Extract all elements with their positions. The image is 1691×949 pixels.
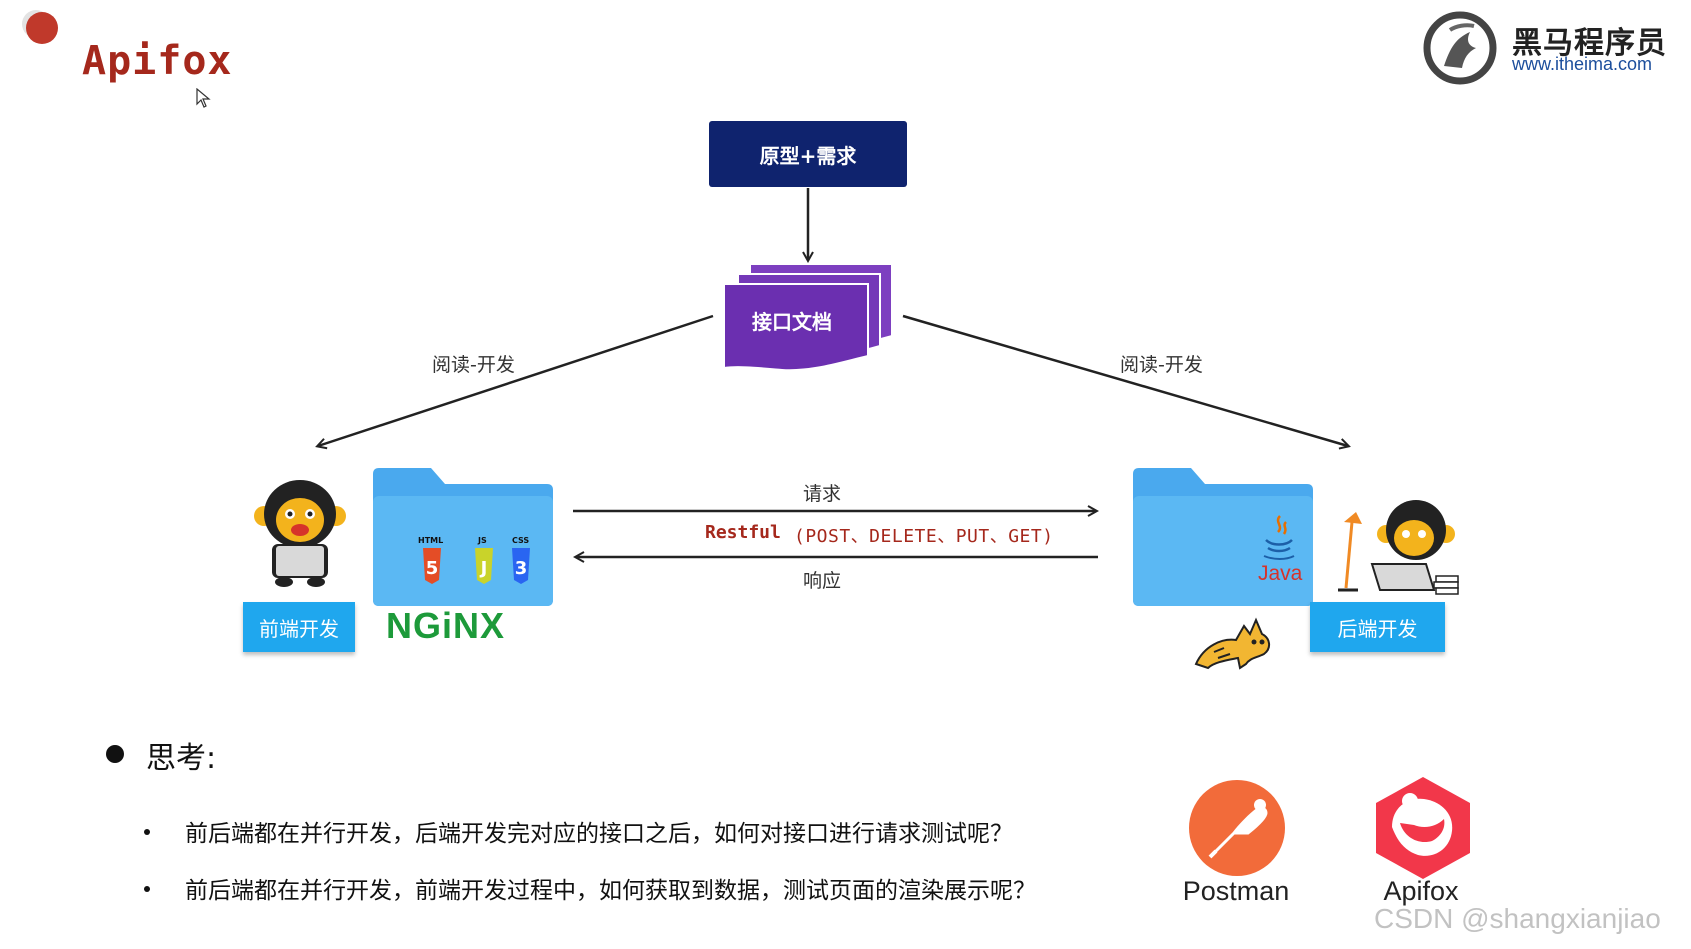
left-edge-label: 阅读-开发	[432, 354, 515, 376]
java-logo-label: Java	[1258, 562, 1303, 585]
requirements-box: 原型+需求	[709, 121, 907, 187]
backend-folder-icon	[1133, 468, 1313, 606]
brand-url: www.itheima.com	[1512, 54, 1653, 74]
arrow-doc-to-frontend	[318, 314, 714, 446]
mouse-cursor-icon	[196, 88, 211, 108]
requirements-label: 原型+需求	[759, 143, 857, 168]
svg-text:J: J	[479, 558, 488, 579]
svg-text:3: 3	[515, 558, 528, 579]
response-label: 响应	[803, 570, 842, 592]
protocol-methods: (POST、DELETE、PUT、GET)	[794, 526, 1054, 547]
tomcat-logo-icon	[1194, 617, 1270, 670]
svg-text:5: 5	[426, 558, 439, 579]
question-item: 前后端都在并行开发，后端开发完对应的接口之后，如何对接口进行请求测试呢？	[185, 821, 1013, 847]
javascript-icon: J	[475, 548, 493, 584]
bullet-icon	[106, 745, 124, 763]
apifox-icon	[1376, 777, 1470, 879]
slide-title: Apifox	[82, 38, 233, 84]
bullet-icon	[144, 886, 150, 892]
postman-icon	[1189, 780, 1285, 876]
thinking-heading: 思考:	[146, 741, 217, 776]
backend-developer-icon	[1338, 500, 1459, 595]
js-tech-label: JS	[478, 536, 487, 545]
css-tech-label: CSS	[512, 536, 530, 545]
protocol-keyword: Restful	[705, 522, 781, 543]
api-document-label: 接口文档	[752, 310, 832, 334]
backend-dev-tag: 后端开发	[1310, 602, 1445, 652]
bullet-icon	[144, 829, 150, 835]
brand-name: 黑马程序员	[1512, 26, 1667, 61]
css3-icon: 3	[512, 548, 530, 584]
question-item: 前后端都在并行开发，前端开发过程中，如何获取到数据，测试页面的渲染展示呢？	[185, 878, 1036, 904]
request-label: 请求	[803, 483, 842, 505]
frontend-folder-icon	[373, 468, 553, 606]
title-dot-icon	[26, 12, 58, 44]
document-stack-icon	[723, 263, 893, 372]
itheima-logo-icon	[1423, 11, 1497, 85]
frontend-developer-icon	[254, 480, 346, 587]
nginx-logo: NGiNX	[386, 605, 506, 646]
apifox-label: Apifox	[1383, 876, 1459, 906]
html-tech-label: HTML	[418, 536, 444, 545]
watermark: CSDN @shangxianjiao	[1374, 903, 1661, 934]
html5-icon: 5	[423, 548, 441, 584]
arrow-doc-to-backend	[902, 314, 1348, 446]
postman-label: Postman	[1182, 876, 1290, 906]
right-edge-label: 阅读-开发	[1120, 354, 1203, 376]
java-logo-icon	[1263, 515, 1295, 560]
frontend-dev-tag: 前端开发	[243, 602, 355, 652]
